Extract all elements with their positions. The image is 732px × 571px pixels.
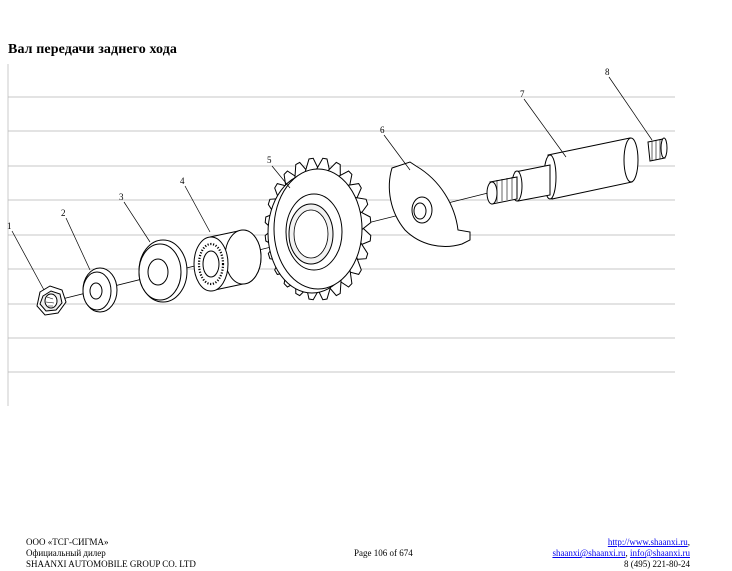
exploded-parts-diagram: 1 2 3 4 5 6 7 8	[7, 64, 675, 406]
website-link[interactable]: http://www.shaanxi.ru	[607, 537, 688, 547]
thrust-washer-part	[138, 239, 188, 303]
lock-plate-part	[388, 161, 471, 247]
footer-brand: SHAANXI AUTOMOBILE GROUP CO. LTD	[26, 559, 196, 569]
email-link-info[interactable]: info@shaanxi.ru	[629, 548, 690, 558]
website-separator: ,	[687, 537, 690, 547]
phone-number: 8 (495) 221-80-24	[624, 559, 690, 569]
footer-dealer-info: ООО «ТСГ-СИГМА» Официальный дилер SHAANX…	[26, 537, 196, 570]
needle-bearing-part	[193, 229, 262, 292]
email-link-primary[interactable]: shaanxi@shaanxi.ru	[552, 548, 626, 558]
gear-part	[264, 157, 372, 301]
callout-2: 2	[61, 208, 66, 218]
callout-5: 5	[267, 155, 272, 165]
nut-part	[36, 285, 67, 316]
footer-role: Официальный дилер	[26, 548, 106, 558]
washer-part	[82, 267, 118, 313]
callout-labels: 1 2 3 4 5 6 7 8	[7, 67, 610, 231]
leader-lines	[11, 76, 653, 291]
page-title: Вал передачи заднего хода	[8, 42, 178, 57]
footer-company: ООО «ТСГ-СИГМА»	[26, 537, 109, 547]
email-separator: ,	[625, 548, 630, 558]
callout-3: 3	[119, 192, 124, 202]
callout-1: 1	[7, 221, 12, 231]
plug-part	[647, 137, 668, 162]
callout-8: 8	[605, 67, 610, 77]
callout-4: 4	[180, 176, 185, 186]
shaft-part	[486, 137, 639, 205]
callout-6: 6	[380, 125, 385, 135]
page-number: Page 106 of 674	[354, 548, 413, 558]
footer-contacts: http://www.shaanxi.ru, shaanxi@shaanxi.r…	[552, 537, 690, 570]
callout-7: 7	[520, 89, 525, 99]
